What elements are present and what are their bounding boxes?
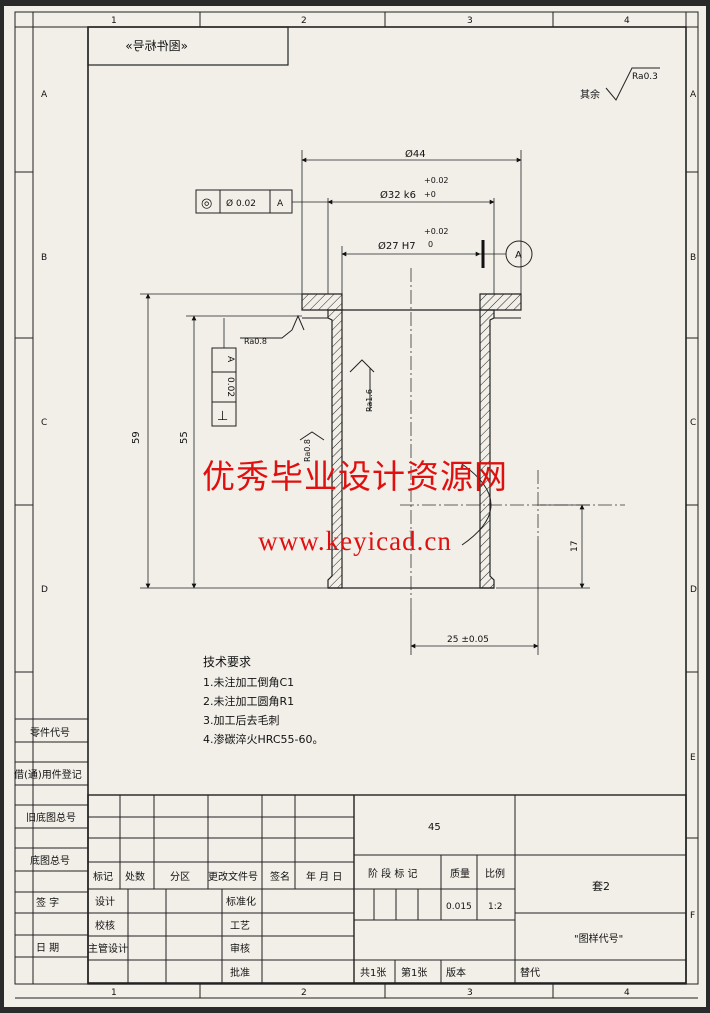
tb-approve: 批准 — [230, 966, 250, 979]
tb-col-count: 处数 — [125, 870, 145, 883]
fcf-perp-symbol: ⊥ — [217, 409, 228, 424]
note-2: 2.未注加工圆角R1 — [203, 694, 294, 708]
tb-col-sign: 签名 — [270, 870, 290, 883]
dim-h17: 17 — [570, 541, 580, 552]
tb-col-mark: 标记 — [93, 871, 113, 883]
paper — [4, 6, 706, 1007]
tb-scale-value: 1:2 — [488, 902, 502, 912]
tb-col-zone: 分区 — [170, 871, 190, 883]
zone-col-1-bottom: 1 — [111, 988, 117, 998]
zone-col-2: 2 — [301, 16, 307, 26]
side-part-code: 零件代号 — [30, 727, 70, 739]
mirrored-label: «图件标号» — [125, 39, 188, 53]
dim-d32-upper: +0.02 — [424, 176, 449, 185]
side-borrowed: 借(通)用件登记 — [14, 768, 82, 781]
rough-top: Ra0.8 — [244, 337, 267, 346]
side-base-no: 底图总号 — [30, 854, 70, 867]
side-sign: 签 字 — [36, 896, 59, 909]
zone-col-3-bottom: 3 — [467, 988, 473, 998]
zone-col-1: 1 — [111, 16, 117, 26]
tb-process: 工艺 — [230, 920, 250, 932]
rough-inner: Ra1.6 — [365, 389, 374, 412]
zone-row-b: B — [41, 253, 47, 263]
tb-col-date: 年 月 日 — [306, 870, 342, 883]
dim-d32-lower: +0 — [424, 190, 436, 199]
tb-scale: 比例 — [485, 867, 505, 880]
side-date: 日 期 — [36, 942, 59, 954]
zone-row-a: A — [41, 90, 48, 100]
fcf-concentricity-tol: Ø 0.02 — [226, 198, 256, 209]
zone-col-3: 3 — [467, 16, 473, 26]
zone-row-d-right: D — [690, 585, 697, 595]
zone-col-2-bottom: 2 — [301, 988, 307, 998]
fcf-perp-datum: A — [225, 356, 235, 363]
zone-row-f-right: F — [690, 911, 695, 921]
notes-title: 技术要求 — [203, 655, 251, 669]
tb-col-change: 更改文件号 — [208, 870, 258, 883]
fcf-perp-tol: 0.02 — [225, 377, 235, 397]
fcf-concentricity-symbol: ◎ — [201, 196, 212, 211]
tb-check: 校核 — [95, 919, 115, 932]
dim-d27: Ø27 H7 — [378, 240, 416, 252]
zone-row-a-right: A — [690, 90, 697, 100]
dim-h55: 55 — [179, 431, 190, 444]
tb-version: 版本 — [446, 966, 466, 979]
zone-row-e-right: E — [690, 753, 696, 763]
tb-chief: 主管设计 — [88, 942, 128, 955]
watermark-url: www.keyicad.cn — [258, 526, 452, 556]
note-1: 1.未注加工倒角C1 — [203, 675, 294, 689]
zone-col-4: 4 — [624, 16, 630, 26]
dim-d25: 25 ±0.05 — [447, 635, 489, 645]
roughness-general-prefix: 其余 — [580, 88, 600, 101]
zone-row-c-right: C — [690, 418, 696, 428]
zone-row-b-right: B — [690, 253, 696, 263]
zone-row-d: D — [41, 585, 48, 595]
tb-replace: 替代 — [520, 966, 540, 979]
fcf-concentricity-datum: A — [277, 199, 284, 209]
zone-col-4-bottom: 4 — [624, 988, 630, 998]
tb-drawing-code: "图样代号" — [574, 932, 623, 945]
side-orig-no: 旧底图总号 — [26, 811, 76, 824]
tb-weight: 质量 — [450, 868, 470, 880]
tb-material: 45 — [428, 822, 441, 833]
zone-row-c: C — [41, 418, 47, 428]
dim-d44: Ø44 — [405, 148, 426, 160]
dim-d27-lower: 0 — [428, 240, 433, 249]
tb-sheets-total: 共1张 — [360, 967, 386, 979]
tb-stage-mark: 阶 段 标 记 — [368, 867, 418, 880]
roughness-general-value: Ra0.3 — [632, 72, 658, 82]
dim-d32: Ø32 k6 — [380, 189, 416, 201]
tb-weight-value: 0.015 — [446, 902, 472, 912]
tb-review: 审核 — [230, 942, 250, 955]
tb-standardize: 标准化 — [226, 895, 256, 908]
tb-design: 设计 — [95, 895, 115, 908]
watermark-text: 优秀毕业设计资源网 — [202, 457, 508, 496]
dim-h59: 59 — [131, 431, 142, 444]
datum-a-label: A — [515, 250, 522, 261]
tb-sheet-no: 第1张 — [401, 966, 427, 979]
rough-left: Ra0.8 — [303, 439, 312, 462]
note-4: 4.渗碳淬火HRC55-60。 — [203, 732, 324, 746]
dim-d27-upper: +0.02 — [424, 227, 449, 236]
note-3: 3.加工后去毛刺 — [203, 714, 280, 727]
tb-part-name: 套2 — [592, 880, 610, 893]
